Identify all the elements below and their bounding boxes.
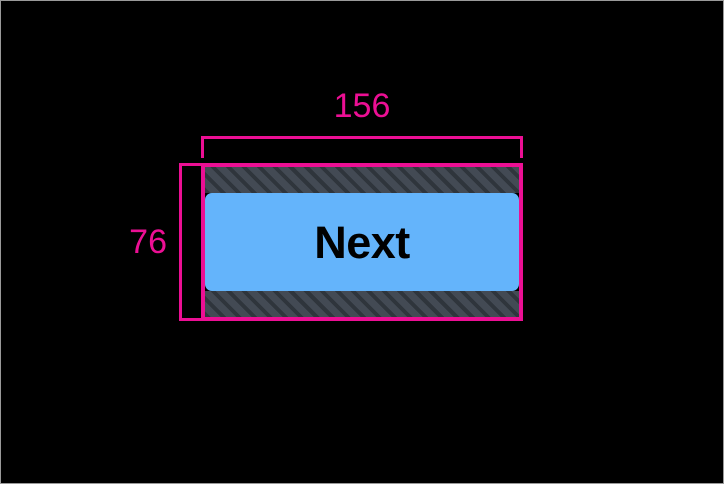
height-dimension-label: 76 (129, 223, 167, 261)
height-dimension-bracket (179, 163, 201, 321)
next-button[interactable]: Next (205, 193, 519, 291)
width-dimension-label: 156 (333, 87, 391, 125)
element-bounding-box[interactable]: Next (201, 163, 523, 321)
width-dimension-bracket (201, 136, 523, 158)
margin-hatch-bottom (205, 291, 519, 317)
margin-hatch-top (205, 167, 519, 193)
next-button-label: Next (314, 216, 410, 268)
